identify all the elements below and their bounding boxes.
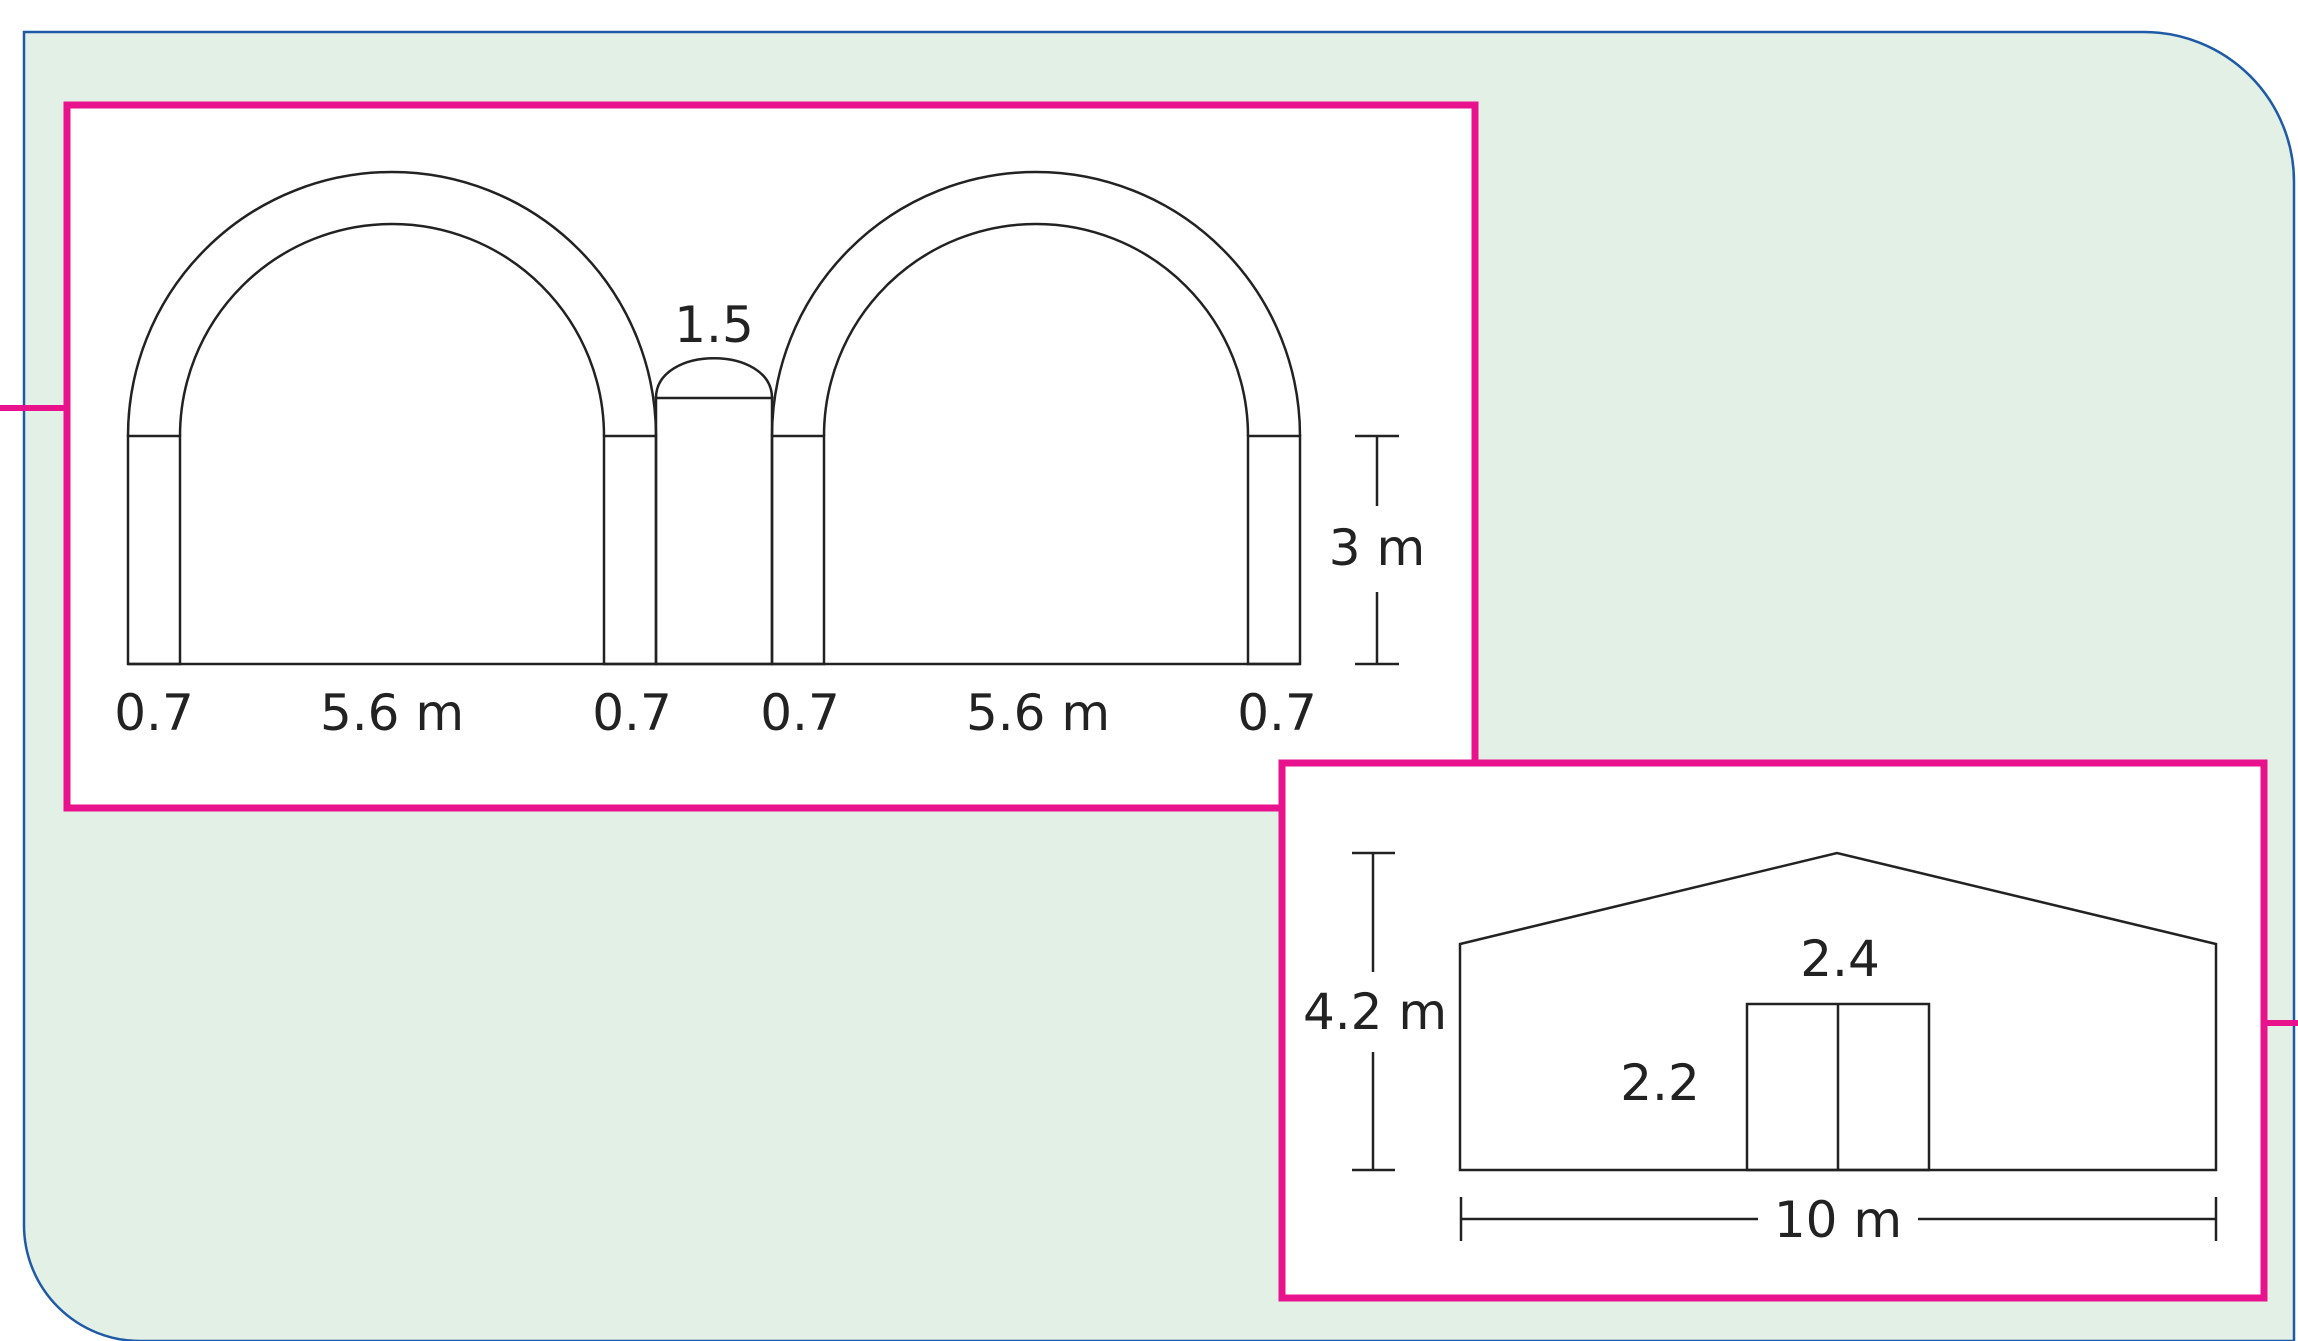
label-center-right-pillar: 0.7 [760, 684, 840, 742]
label-shed-height: 4.2 m [1303, 983, 1447, 1041]
label-middle-arch: 1.5 [674, 296, 754, 354]
label-arch-height: 3 m [1329, 519, 1425, 577]
shed-frame [1278, 759, 2268, 1302]
left-arch-outer [126, 170, 658, 437]
left-arch-inner [178, 222, 606, 437]
label-right-pillar: 0.7 [1237, 684, 1317, 742]
middle-arch [654, 357, 774, 399]
shed-diagram: 4.2 m 2.4 2.2 10 m [1278, 759, 2268, 1302]
right-arch-inner [822, 222, 1250, 437]
label-left-span: 5.6 m [320, 684, 464, 742]
label-door-height: 2.2 [1620, 1054, 1700, 1112]
right-arch-outer [770, 170, 1302, 437]
label-left-pillar: 0.7 [114, 684, 194, 742]
shed-outline [1458, 851, 2218, 1172]
label-right-span: 5.6 m [966, 684, 1110, 742]
arch-diagram: 0.7 5.6 m 0.7 0.7 5.6 m 0.7 1.5 3 m [63, 101, 1479, 812]
label-door-width: 2.4 [1800, 930, 1880, 988]
label-shed-width: 10 m [1774, 1191, 1902, 1249]
label-center-left-pillar: 0.7 [592, 684, 672, 742]
